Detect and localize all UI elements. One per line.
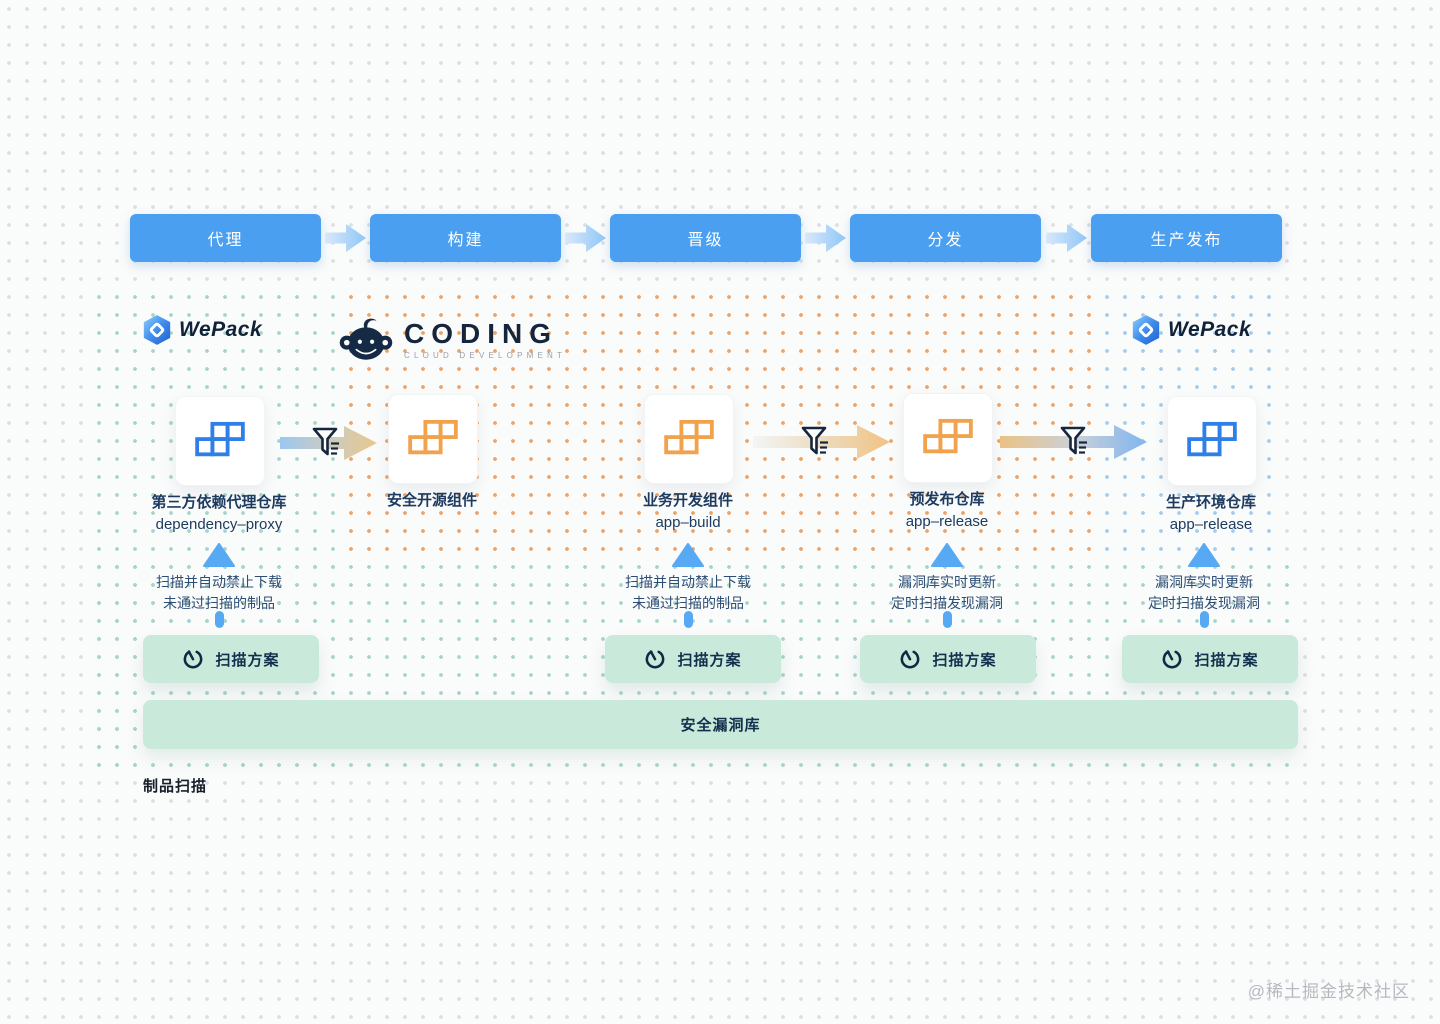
connector-stem <box>943 611 952 628</box>
wepack-icon <box>1132 315 1160 345</box>
scan-icon <box>184 650 203 669</box>
filter-arrow-2 <box>753 422 891 462</box>
coding-logo: CODING CLOUD DEVELOPMENT <box>338 315 566 365</box>
coding-subtitle: CLOUD DEVELOPMENT <box>404 351 567 360</box>
wepack-wordmark: WePack <box>1168 318 1252 341</box>
wepack-wordmark: WePack <box>179 318 263 341</box>
filter-funnel-icon <box>312 427 339 456</box>
footer-label: 制品扫描 <box>143 778 208 795</box>
packages-grid-icon <box>664 419 714 455</box>
repo-label: 第三方依赖代理仓库 dependency–proxy <box>109 492 329 536</box>
repo-subtitle: dependency–proxy <box>155 516 283 533</box>
filter-arrow-1 <box>280 423 378 463</box>
right-arrow-icon <box>325 224 366 252</box>
repo-card-secure-oss <box>388 394 478 484</box>
repo-subtitle: app–release <box>1169 516 1253 533</box>
annotation-line2: 定时扫描发现漏洞 <box>1148 595 1260 611</box>
stage-label: 生产发布 <box>1150 232 1223 249</box>
stage-production-release: 生产发布 <box>1091 214 1282 262</box>
annotation-line2: 未通过扫描的制品 <box>632 595 744 611</box>
repo-subtitle: app–build <box>655 514 721 531</box>
repo-subtitle: app–release <box>905 513 989 530</box>
stage-label: 代理 <box>207 232 244 249</box>
wepack-icon <box>143 315 171 345</box>
stage-build: 构建 <box>370 214 561 262</box>
right-arrow-icon <box>1046 224 1087 252</box>
scan-icon <box>646 650 665 669</box>
coding-wordmark: CODING <box>404 318 558 349</box>
scan-plan-box-4: 扫描方案 <box>1122 635 1298 683</box>
repo-title: 预发布仓库 <box>909 491 985 508</box>
watermark: @稀土掘金技术社区 <box>1247 982 1410 1001</box>
coding-monkey-icon <box>339 318 393 360</box>
repo-title: 第三方依赖代理仓库 <box>151 494 287 511</box>
annotation-production: 漏洞库实时更新 定时扫描发现漏洞 <box>1084 572 1324 614</box>
scan-icon <box>901 650 920 669</box>
connector-stem <box>684 611 693 628</box>
wepack-logo-left: WePack <box>143 314 262 346</box>
right-arrow-icon <box>805 224 846 252</box>
wepack-logo-right: WePack <box>1132 314 1251 346</box>
repo-title: 生产环境仓库 <box>1165 494 1256 511</box>
scan-icon <box>1163 650 1182 669</box>
annotation-dependency-proxy: 扫描并自动禁止下载 未通过扫描的制品 <box>99 572 339 614</box>
scan-plan-label: 扫描方案 <box>215 651 280 669</box>
scan-plan-label: 扫描方案 <box>932 651 997 669</box>
repo-title: 业务开发组件 <box>642 492 733 509</box>
packages-grid-icon <box>1187 421 1237 457</box>
packages-grid-icon <box>195 421 245 457</box>
up-arrow-icon <box>931 543 963 567</box>
annotation-line2: 未通过扫描的制品 <box>163 595 275 611</box>
stage-distribute: 分发 <box>850 214 1041 262</box>
up-arrow-icon <box>203 543 235 567</box>
repo-card-pre-release <box>903 393 993 483</box>
stage-label: 晋级 <box>687 232 724 249</box>
annotation-pre-release: 漏洞库实时更新 定时扫描发现漏洞 <box>827 572 1067 614</box>
repo-card-production <box>1167 396 1257 486</box>
repo-label: 生产环境仓库 app–release <box>1101 492 1321 536</box>
repo-title: 安全开源组件 <box>386 492 477 509</box>
annotation-app-build: 扫描并自动禁止下载 未通过扫描的制品 <box>568 572 808 614</box>
filter-funnel-icon <box>1060 426 1087 455</box>
annotation-line1: 扫描并自动禁止下载 <box>156 574 282 590</box>
repo-label: 安全开源组件 <box>322 490 542 512</box>
connector-stem <box>215 611 224 628</box>
filter-funnel-icon <box>801 426 828 455</box>
scan-plan-label: 扫描方案 <box>1194 651 1259 669</box>
connector-stem <box>1200 611 1209 628</box>
repo-card-dependency-proxy <box>175 396 265 486</box>
packages-grid-icon <box>923 418 973 454</box>
repo-card-app-build <box>644 394 734 484</box>
right-arrow-icon <box>565 224 606 252</box>
repo-label: 业务开发组件 app–build <box>578 490 798 534</box>
up-arrow-icon <box>1188 543 1220 567</box>
scan-plan-box-2: 扫描方案 <box>605 635 781 683</box>
stage-label: 构建 <box>447 232 484 249</box>
scan-plan-label: 扫描方案 <box>677 651 742 669</box>
annotation-line1: 漏洞库实时更新 <box>898 574 996 590</box>
annotation-line1: 漏洞库实时更新 <box>1155 574 1253 590</box>
packages-grid-icon <box>408 419 458 455</box>
vulnerability-db-bar: 安全漏洞库 <box>143 700 1298 749</box>
filter-arrow-3 <box>1000 422 1148 462</box>
up-arrow-icon <box>672 543 704 567</box>
annotation-line2: 定时扫描发现漏洞 <box>891 595 1003 611</box>
annotation-line1: 扫描并自动禁止下载 <box>625 574 751 590</box>
stage-label: 分发 <box>927 232 964 249</box>
vulnerability-db-label: 安全漏洞库 <box>680 717 761 734</box>
repo-label: 预发布仓库 app–release <box>837 489 1057 533</box>
stage-promote: 晋级 <box>610 214 801 262</box>
scan-plan-box-3: 扫描方案 <box>860 635 1036 683</box>
scan-plan-box-1: 扫描方案 <box>143 635 319 683</box>
stage-proxy: 代理 <box>130 214 321 262</box>
